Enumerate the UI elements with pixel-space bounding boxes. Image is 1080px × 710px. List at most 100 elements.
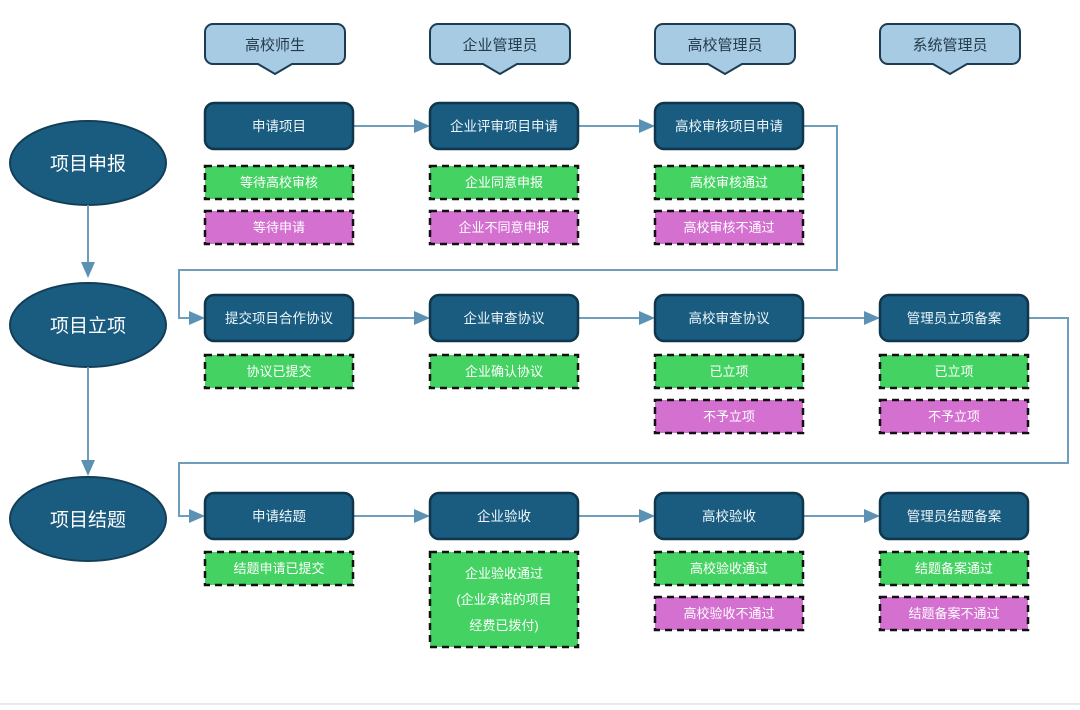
process-box[interactable] [878, 491, 1030, 541]
status-label: 高校验收通过 [690, 561, 768, 576]
status-box-positive[interactable] [428, 353, 580, 390]
status-box-negative[interactable] [428, 209, 580, 246]
process-box[interactable] [428, 293, 580, 343]
status-box-negative[interactable] [653, 595, 805, 632]
row1-connectors [178, 119, 838, 325]
role-header-group: 高校师生 企业管理员 高校管理员 系统管理员 [204, 23, 1021, 76]
status-label: 高校审核不通过 [683, 220, 774, 235]
process-box[interactable] [428, 101, 580, 151]
process-box[interactable] [203, 293, 355, 343]
process-box[interactable] [653, 491, 805, 541]
status-label: 不予立项 [703, 409, 755, 424]
process-label: 高校审查协议 [689, 310, 770, 326]
status-box-positive[interactable] [878, 353, 1030, 390]
status-label: 高校审核通过 [690, 175, 768, 190]
process-label: 申请项目 [252, 119, 306, 134]
connector-arrowhead [414, 119, 430, 133]
process-label: 企业验收 [477, 508, 531, 524]
status-box-negative[interactable] [878, 595, 1030, 632]
process-label: 企业审查协议 [464, 310, 545, 326]
node-enterprise-review-application[interactable]: 企业评审项目申请 企业同意申报 企业不同意申报 [428, 101, 580, 246]
process-box[interactable] [653, 293, 805, 343]
status-box-negative[interactable] [878, 398, 1030, 435]
row-declare: 申请项目 等待高校审核 等待申请 企业评审项目申请 企业同意申报 企业不同意申报… [203, 101, 805, 246]
node-admin-record-approval[interactable]: 管理员立项备案 已立项 不予立项 [878, 293, 1030, 435]
status-label: 结题申请已提交 [233, 561, 324, 576]
status-box-positive[interactable] [428, 164, 580, 201]
role-bubble-teacher-student: 高校师生 [204, 23, 346, 76]
node-apply-conclusion[interactable]: 申请结题 结题申请已提交 [203, 491, 355, 587]
role-bubble-shape [879, 23, 1021, 76]
role-label: 系统管理员 [912, 37, 987, 54]
node-enterprise-acceptance[interactable]: 企业验收 企业验收通过 (企业承诺的项目 经费已拨付) [428, 491, 580, 649]
stage-label: 项目结题 [50, 509, 126, 531]
status-box-positive[interactable] [653, 550, 805, 587]
node-admin-record-conclusion[interactable]: 管理员结题备案 结题备案通过 结题备案不通过 [878, 491, 1030, 632]
status-label: 企业确认协议 [465, 364, 543, 379]
row2-connectors [178, 311, 1069, 523]
stage-connector-arrowhead [81, 262, 95, 278]
stage-connector-declare-to-approve [81, 205, 95, 278]
role-bubble-shape [654, 23, 796, 76]
row-conclude: 申请结题 结题申请已提交 企业验收 企业验收通过 (企业承诺的项目 经费已拨付)… [203, 491, 1030, 649]
stage-connector-approve-to-conclude [81, 367, 95, 476]
status-label: 不予立项 [928, 409, 980, 424]
status-box-positive[interactable] [653, 353, 805, 390]
row-approve: 提交项目合作协议 协议已提交 企业审查协议 企业确认协议 高校审查协议 已立项 … [203, 293, 1030, 435]
status-box-positive-multiline[interactable] [428, 550, 580, 649]
node-university-acceptance[interactable]: 高校验收 高校验收通过 高校验收不通过 [653, 491, 805, 632]
connector-arrowhead [189, 509, 205, 523]
status-box-positive[interactable] [203, 164, 355, 201]
connector-arrowhead [639, 311, 655, 325]
connector-arrowhead [414, 311, 430, 325]
role-bubble-shape [429, 23, 571, 76]
node-university-check-agreement[interactable]: 高校审查协议 已立项 不予立项 [653, 293, 805, 435]
process-label: 企业评审项目申请 [450, 118, 558, 134]
node-enterprise-check-agreement[interactable]: 企业审查协议 企业确认协议 [428, 293, 580, 390]
status-label-line2: (企业承诺的项目 [456, 592, 551, 607]
connector-arrowhead [189, 311, 205, 325]
stage-connector-arrowhead [81, 460, 95, 476]
status-box-negative[interactable] [653, 209, 805, 246]
stage-node-approve: 项目立项 [9, 282, 167, 368]
process-label: 高校审核项目申请 [675, 118, 783, 134]
status-box-positive[interactable] [203, 550, 355, 587]
stage-column-group: 项目申报 项目立项 项目结题 [9, 120, 167, 562]
role-bubble-enterprise-admin: 企业管理员 [429, 23, 571, 76]
node-university-audit-application[interactable]: 高校审核项目申请 高校审核通过 高校审核不通过 [653, 101, 805, 246]
status-label: 企业同意申报 [465, 175, 543, 190]
process-box[interactable] [428, 491, 580, 541]
stage-label: 项目立项 [50, 315, 126, 337]
stage-label: 项目申报 [50, 153, 126, 175]
status-label: 已立项 [709, 364, 748, 379]
process-box[interactable] [203, 101, 355, 151]
connector-arrowhead [639, 119, 655, 133]
stage-ellipse [9, 476, 167, 562]
status-box-positive[interactable] [203, 353, 355, 390]
status-label: 等待高校审核 [240, 175, 318, 190]
status-label: 已立项 [934, 364, 973, 379]
status-label: 等待申请 [253, 220, 305, 235]
process-label: 提交项目合作协议 [225, 310, 333, 326]
connector-arrowhead [414, 509, 430, 523]
status-box-positive[interactable] [653, 164, 805, 201]
role-label: 高校管理员 [687, 37, 762, 54]
stage-node-conclude: 项目结题 [9, 476, 167, 562]
status-box-negative[interactable] [653, 398, 805, 435]
node-submit-agreement[interactable]: 提交项目合作协议 协议已提交 [203, 293, 355, 390]
status-box-negative[interactable] [203, 209, 355, 246]
status-label-line1: 企业验收通过 [465, 566, 543, 581]
process-label: 申请结题 [252, 509, 306, 524]
role-bubble-system-admin: 系统管理员 [879, 23, 1021, 76]
node-apply-project[interactable]: 申请项目 等待高校审核 等待申请 [203, 101, 355, 246]
connector-arrowhead [864, 311, 880, 325]
process-box[interactable] [878, 293, 1030, 343]
status-label: 结题备案通过 [915, 561, 993, 576]
role-bubble-university-admin: 高校管理员 [654, 23, 796, 76]
status-box-positive[interactable] [878, 550, 1030, 587]
connector-arrowhead [864, 509, 880, 523]
connector-row1-wrap-to-row2 [178, 125, 838, 319]
process-box[interactable] [653, 101, 805, 151]
process-box[interactable] [203, 491, 355, 541]
